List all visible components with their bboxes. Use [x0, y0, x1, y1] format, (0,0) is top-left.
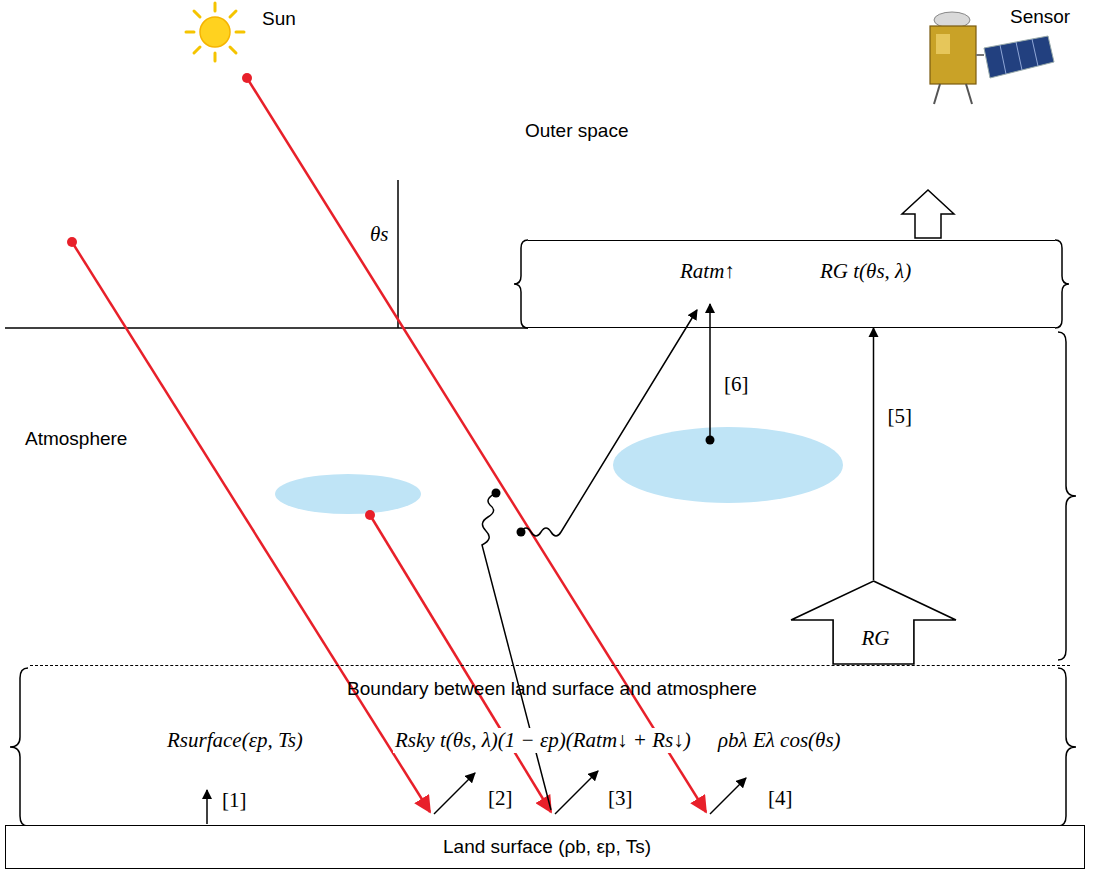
formula-text: RG — [790, 626, 961, 651]
callout-number: [3] — [606, 786, 635, 811]
icon-label: Sensor — [1010, 6, 1070, 29]
formula-text: Ratm↑ — [678, 259, 737, 284]
formula-text: ρbλ Eλ cos(θs) — [716, 728, 843, 753]
band-heading: Boundary between land surface and atmosp… — [30, 678, 1074, 701]
atmosphere-top-line — [5, 327, 528, 329]
callout-number: [2] — [486, 786, 515, 811]
output-arrow — [902, 190, 954, 238]
callout-number: [5] — [886, 404, 915, 429]
output-box: Ratm↑ RG t(θs, λ) — [528, 240, 1055, 328]
callout-number: [4] — [766, 786, 795, 811]
ray-source-dot — [67, 73, 375, 520]
block-arrow: RG — [790, 580, 957, 665]
cloud — [275, 474, 421, 514]
radiation-ray — [72, 78, 706, 812]
region-label: Outer space — [525, 120, 629, 143]
box-label: Land surface (ρb, εp, Ts) — [6, 836, 1088, 859]
scatter-dot — [492, 436, 715, 537]
block-arrow-shape — [790, 580, 957, 665]
flow-arrow — [873, 328, 875, 580]
boundary-band: Boundary between land surface and atmosp… — [30, 665, 1070, 822]
formula-text: RG t(θs, λ) — [818, 259, 913, 284]
icon-label: Sun — [262, 8, 296, 31]
callout-number: [1] — [220, 788, 249, 813]
callout-number: [6] — [722, 372, 751, 397]
surface-arrow — [207, 771, 746, 824]
cloud — [613, 427, 843, 503]
angle-label: θs — [370, 222, 389, 247]
region-label: Atmosphere — [25, 428, 127, 451]
sun-icon — [186, 3, 244, 61]
zenith-line — [397, 180, 399, 328]
formula-text: Rsurface(εp, Ts) — [165, 728, 305, 753]
formula-text: Rsky t(θs, λ)(1 − εp)(Ratm↓ + Rs↓) — [393, 728, 693, 753]
land-surface-box: Land surface (ρb, εp, Ts) — [5, 825, 1085, 869]
